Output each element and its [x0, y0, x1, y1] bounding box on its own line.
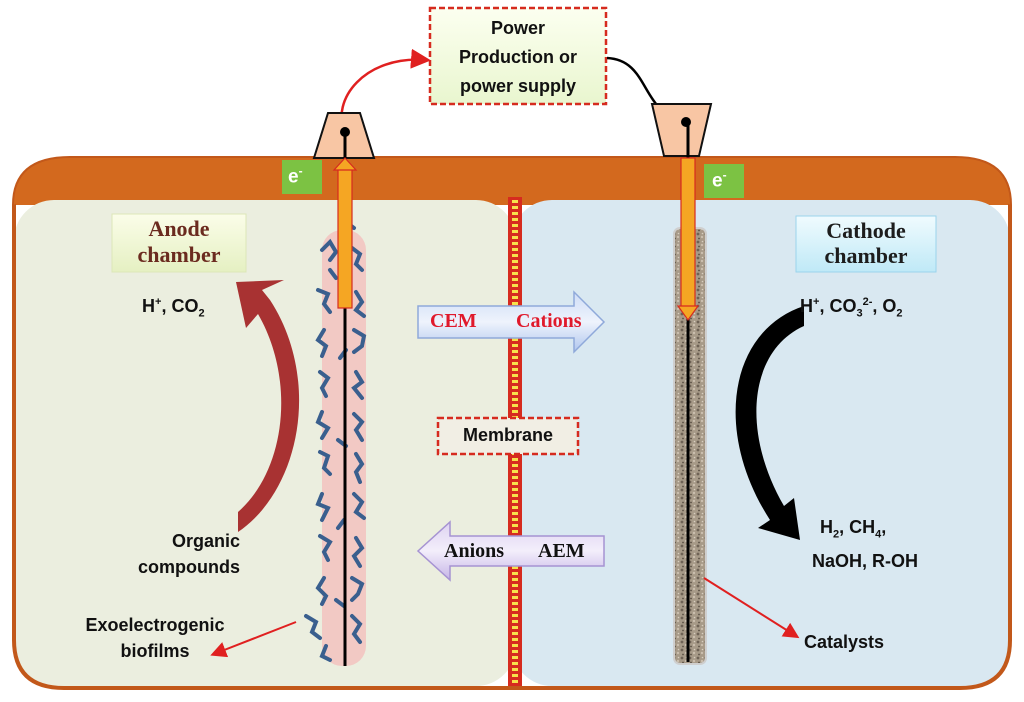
anode-cycle-arrow [236, 280, 300, 532]
cathode-terminal [650, 103, 713, 157]
power-line3: power supply [459, 76, 576, 96]
catalyst-pointer [703, 577, 800, 639]
biofilm-strands [304, 219, 367, 662]
cathode-electron-label: e- [712, 168, 727, 192]
anode-title: Anode chamber [137, 216, 221, 267]
biofilm-pointer [210, 621, 297, 658]
aem-label: AEM [538, 540, 585, 562]
cathode-products: H2, CH4, NaOH, R-OH [812, 517, 919, 571]
tank-rim [14, 158, 1010, 205]
power-line1: Power [490, 18, 546, 38]
anions-label: Anions [444, 540, 505, 562]
cem-label: CEM [430, 310, 477, 332]
power-box-label: Power Production or power supply [430, 14, 606, 101]
membrane-label: Membrane [462, 425, 554, 445]
biofilm-label: Exoelectrogenic biofilms [85, 615, 225, 661]
anode-products: H+, CO2 [142, 296, 205, 320]
power-line2: Production or [459, 47, 577, 67]
cathode-inputs: H+, CO32-, O2 [800, 296, 903, 320]
cathode-chamber-bg [512, 200, 1010, 686]
anode-title-box [111, 213, 247, 273]
cathode-electron-path [680, 157, 696, 309]
cem-arrow [417, 290, 606, 354]
aem-arrow [416, 520, 605, 582]
cathode-title: Cathode chamber [824, 218, 908, 268]
organic-label: Organic compounds [138, 531, 240, 577]
cathode-electron-box [704, 164, 744, 198]
anode-electron-box [282, 160, 322, 194]
membrane-box [436, 416, 580, 456]
anode-electron-label: e- [288, 164, 303, 188]
anode-electron-path [337, 167, 353, 309]
cations-label: Cations [516, 310, 582, 332]
anode-chamber-bg [14, 200, 516, 686]
catalysts-label: Catalysts [804, 632, 885, 652]
cathode-cycle-arrow [735, 306, 804, 540]
cathode-title-box [795, 215, 937, 273]
